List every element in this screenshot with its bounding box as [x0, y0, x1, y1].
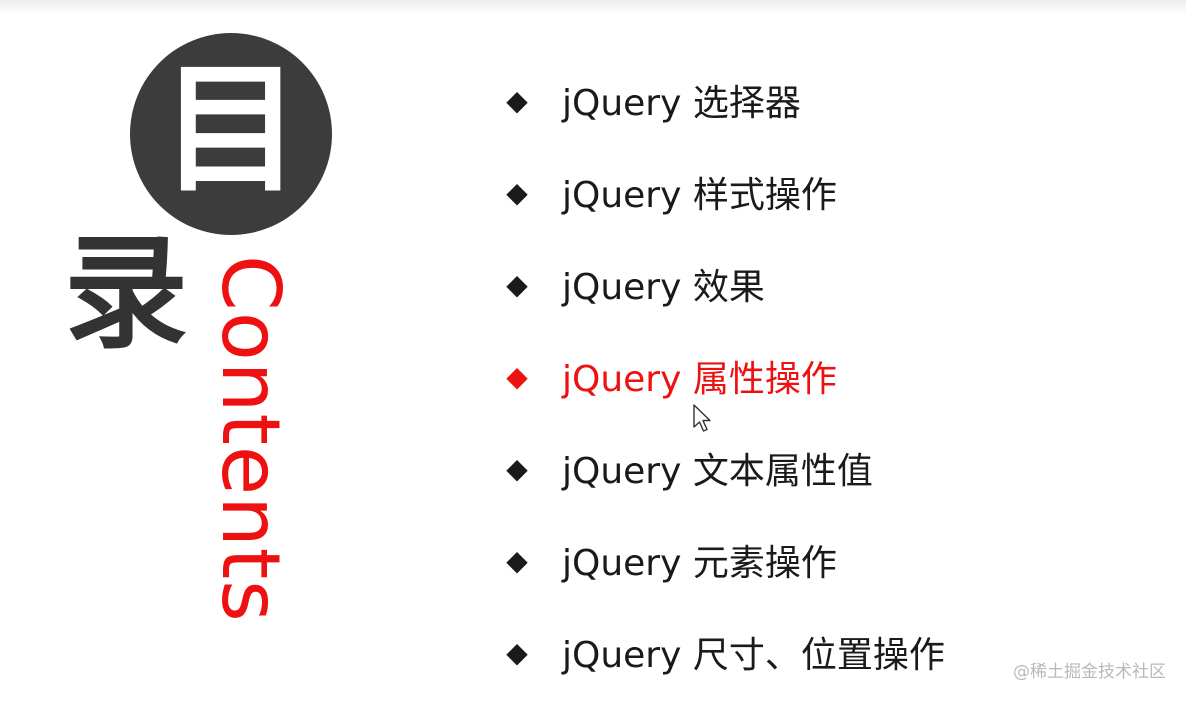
- diamond-bullet-icon: ◆: [506, 83, 528, 117]
- contents-vertical-text: Contents: [205, 255, 295, 623]
- toc-item-label: jQuery 属性操作: [562, 359, 837, 400]
- diamond-bullet-icon: ◆: [506, 175, 528, 209]
- toc-item-label: jQuery 样式操作: [562, 175, 837, 216]
- toc-item-style[interactable]: ◆ jQuery 样式操作: [506, 146, 945, 238]
- toc-item-selector[interactable]: ◆ jQuery 选择器: [506, 54, 945, 146]
- toc-item-label: jQuery 效果: [562, 267, 765, 308]
- toc-item-attributes[interactable]: ◆ jQuery 属性操作: [506, 330, 945, 422]
- diamond-bullet-icon: ◆: [506, 451, 528, 485]
- diamond-bullet-icon: ◆: [506, 635, 528, 669]
- toc-item-text-values[interactable]: ◆ jQuery 文本属性值: [506, 422, 945, 514]
- toc-list: ◆ jQuery 选择器 ◆ jQuery 样式操作 ◆ jQuery 效果 ◆…: [506, 54, 945, 698]
- title-char-mu: 目: [160, 49, 301, 212]
- diamond-bullet-icon: ◆: [506, 543, 528, 577]
- watermark: @稀土掘金技术社区: [1013, 662, 1166, 682]
- diamond-bullet-icon: ◆: [506, 359, 528, 393]
- toc-item-label: jQuery 尺寸、位置操作: [562, 635, 945, 676]
- title-circle: 目: [130, 33, 332, 235]
- top-fade: [0, 0, 1186, 14]
- toc-item-size-position[interactable]: ◆ jQuery 尺寸、位置操作: [506, 606, 945, 698]
- diamond-bullet-icon: ◆: [506, 267, 528, 301]
- toc-item-label: jQuery 文本属性值: [562, 451, 873, 492]
- title-char-lu: 录: [64, 222, 189, 366]
- toc-item-label: jQuery 元素操作: [562, 543, 837, 584]
- toc-item-elements[interactable]: ◆ jQuery 元素操作: [506, 514, 945, 606]
- contents-vertical-wrap: Contents: [205, 255, 295, 685]
- mouse-cursor-icon: [693, 404, 711, 432]
- toc-item-label: jQuery 选择器: [562, 83, 801, 124]
- toc-item-effects[interactable]: ◆ jQuery 效果: [506, 238, 945, 330]
